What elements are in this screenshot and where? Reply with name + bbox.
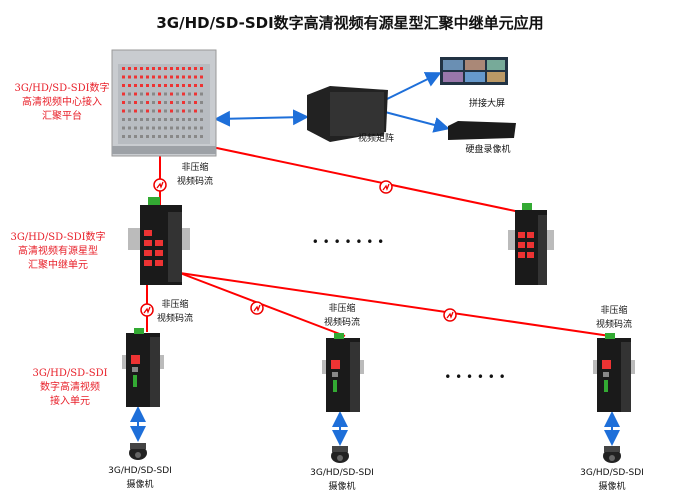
dvr-label: 硬盘录像机 [465, 143, 510, 155]
stream-label: 非压缩 [328, 302, 355, 314]
video-wall [440, 57, 508, 85]
access-unit [322, 333, 364, 412]
dvr [448, 121, 516, 140]
video-links [130, 72, 620, 446]
fiber-break-icon [140, 303, 154, 317]
center-label: 3G/HD/SD-SDI数字 [14, 81, 109, 94]
repeater-label: 汇聚中继单元 [28, 258, 88, 271]
fiber-break-icon [250, 301, 264, 315]
stream-label: 视频码流 [157, 312, 193, 324]
center-label: 高清视频中心接入 [22, 95, 102, 108]
stream-label: 视频码流 [177, 175, 213, 187]
camera-label: 3G/HD/SD-SDI [580, 468, 644, 478]
access-label: 接入单元 [50, 394, 90, 407]
video-matrix [307, 86, 388, 142]
repeater-unit [508, 203, 554, 285]
fiber-break-icon [153, 178, 167, 192]
screen-label: 拼接大屏 [469, 97, 505, 109]
title: 3G/HD/SD-SDI数字高清视频有源星型汇聚中继单元应用 [156, 14, 543, 32]
access-label: 3G/HD/SD-SDI [32, 368, 107, 379]
repeater-unit [128, 197, 190, 285]
repeater-label: 高清视频有源星型 [18, 244, 98, 257]
camera-label: 摄像机 [328, 480, 355, 492]
access-unit [122, 328, 164, 407]
matrix-label: 视频矩阵 [358, 132, 394, 144]
fiber-break-icon [379, 180, 393, 194]
camera-icon [603, 446, 621, 463]
stream-label: 非压缩 [181, 161, 208, 173]
camera-icon [331, 446, 349, 463]
center-label: 汇聚平台 [42, 109, 82, 122]
repeater-label: 3G/HD/SD-SDI数字 [10, 230, 105, 243]
camera-label: 3G/HD/SD-SDI [310, 468, 374, 478]
center-platform-rack [111, 49, 217, 157]
more-access-units: • • • • • • [444, 370, 506, 384]
camera-icon [129, 443, 147, 460]
camera-label: 3G/HD/SD-SDI [108, 466, 172, 476]
stream-label: 非压缩 [600, 304, 627, 316]
camera-label: 摄像机 [598, 480, 625, 492]
camera-label: 摄像机 [126, 478, 153, 490]
access-unit [593, 333, 635, 412]
access-label: 数字高清视频 [40, 380, 100, 393]
fiber-break-icon [443, 308, 457, 322]
stream-label: 非压缩 [161, 298, 188, 310]
stream-label: 视频码流 [596, 318, 632, 330]
more-repeaters: • • • • • • • [312, 235, 384, 249]
stream-label: 视频码流 [324, 316, 360, 328]
